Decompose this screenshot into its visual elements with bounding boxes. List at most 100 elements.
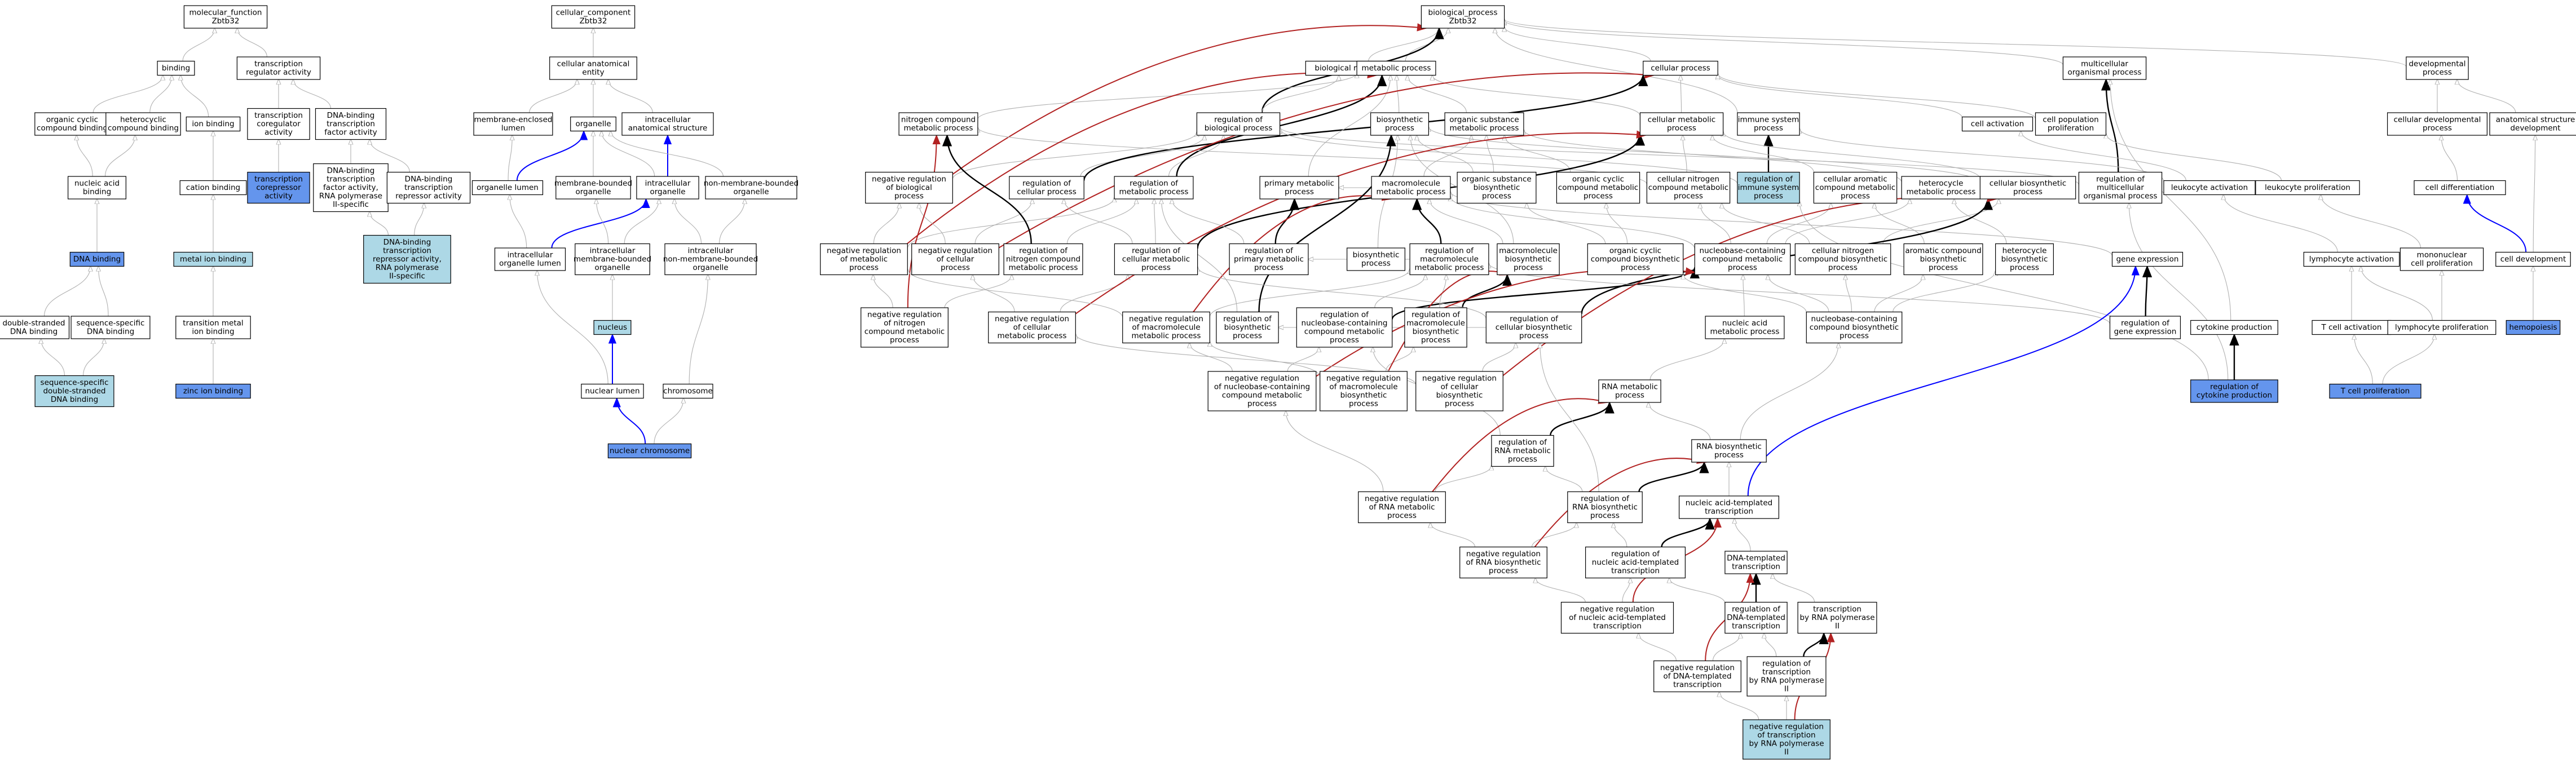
go-term-label: leukocyte proliferation	[2265, 183, 2350, 192]
go-term-box	[315, 108, 387, 140]
go-term-node-cellular-process: cellular process	[1643, 60, 1718, 76]
relation-edge-grey	[2106, 134, 2282, 181]
relation-edge-grey	[2382, 335, 2434, 384]
relation-edge-grey	[83, 339, 104, 376]
go-term-label: metabolic process	[1132, 331, 1201, 340]
go-term-label: DNA binding	[51, 395, 98, 404]
go-term-label: compound biosynthetic	[1810, 323, 1899, 332]
go-term-label: regulation of	[1498, 438, 1547, 447]
go-term-box	[2489, 112, 2576, 136]
relation-edge-black	[1258, 134, 1396, 312]
relation-edge-grey	[508, 135, 512, 181]
go-term-box	[175, 383, 251, 399]
go-term-label: process	[2423, 124, 2452, 133]
go-term-label: biosynthetic	[1413, 327, 1459, 336]
go-term-label: RNA metabolic	[1602, 383, 1658, 392]
go-term-label: regulation of	[1245, 246, 1294, 255]
go-term-label: regulation of	[2096, 175, 2145, 184]
go-term-label: transcription	[383, 246, 431, 255]
go-term-label: membrane-bounded	[554, 179, 632, 188]
relation-edge-grey	[293, 79, 331, 109]
relation-edge-black	[942, 134, 1032, 244]
go-term-label: of transcription	[1757, 731, 1815, 740]
go-term-label: process	[1247, 400, 1277, 409]
go-term-label: macromolecule	[1406, 319, 1465, 328]
relation-edge-grey	[1161, 199, 1238, 312]
go-term-node-chromosome: chromosome	[663, 383, 713, 399]
go-term-label: DNA binding	[73, 255, 121, 264]
relation-edge-black	[1550, 401, 1615, 436]
relation-edge-grey	[596, 199, 609, 244]
go-term-label: process	[1508, 455, 1537, 464]
relation-edge-grey	[1669, 578, 1726, 604]
go-term-box	[2312, 320, 2392, 335]
go-term-label: macromolecule	[1420, 255, 1479, 264]
relation-edge-grey	[1735, 519, 1751, 552]
relation-edge-grey	[1743, 275, 1744, 317]
go-term-label: organelle	[692, 263, 728, 272]
relation-edge-black	[2142, 265, 2152, 317]
relation-edge-grey	[873, 203, 899, 244]
go-term-label: Zbtb32	[212, 17, 240, 26]
go-term-label: metabolic process	[1415, 263, 1484, 272]
go-term-label: cell proliferation	[2411, 259, 2473, 268]
relation-edge-grey	[978, 127, 1647, 184]
go-term-label: regulation of	[1425, 246, 1474, 255]
go-term-label: compound metabolic	[1222, 391, 1302, 400]
go-term-box	[236, 56, 321, 80]
go-term-label: process	[849, 263, 879, 272]
go-term-label: of biological	[886, 183, 932, 192]
go-term-label: process	[1714, 451, 1744, 460]
relation-edge-grey	[674, 199, 702, 244]
go-term-box	[1737, 112, 1800, 136]
go-term-box	[247, 108, 310, 140]
relation-edge-grey	[611, 131, 724, 177]
relation-edge-grey	[1613, 523, 1627, 547]
go-term-label: negative regulation	[1326, 374, 1401, 383]
go-term-label: DNA-binding	[327, 111, 375, 120]
relation-edge-grey	[1882, 199, 1999, 244]
go-term-box	[1370, 112, 1430, 136]
relation-edge-grey	[537, 271, 608, 384]
go-term-label: intracellular	[645, 116, 691, 125]
go-term-box	[1491, 435, 1554, 467]
relation-edge-grey	[1545, 467, 1583, 492]
go-term-label: transcription	[254, 60, 303, 69]
relation-edge-grey	[1287, 347, 1319, 372]
go-term-label: process	[894, 192, 924, 201]
go-term-label: binding	[83, 188, 111, 197]
go-term-box	[1806, 311, 1903, 344]
go-term-label: of nitrogen	[884, 319, 925, 328]
relation-edge-grey	[1064, 199, 1133, 244]
go-term-box	[157, 60, 195, 76]
go-term-label: cellular process	[1651, 64, 1710, 73]
go-term-label: process	[941, 263, 970, 272]
go-term-box	[1585, 546, 1686, 579]
go-term-label: sequence-specific	[41, 378, 109, 387]
go-term-box	[1567, 491, 1643, 524]
go-term-label: organelle	[733, 188, 769, 197]
relation-edge-grey	[1482, 343, 1516, 372]
relation-edge-black	[1274, 197, 1300, 244]
go-term-label: regulation of	[2210, 383, 2259, 392]
go-term-box	[2255, 180, 2360, 196]
relation-edge-grey	[1505, 135, 1571, 172]
relation-edge-grey	[1280, 127, 2079, 185]
go-term-label: organelle	[575, 119, 611, 129]
go-term-label: multicellular	[2097, 183, 2144, 192]
go-term-label: cytokine production	[2196, 323, 2272, 332]
relation-edge-grey	[1154, 199, 1156, 244]
go-term-label: developmental	[2409, 60, 2465, 69]
relation-edge-blue	[551, 198, 650, 249]
go-term-label: anatomical structure	[2496, 116, 2575, 125]
